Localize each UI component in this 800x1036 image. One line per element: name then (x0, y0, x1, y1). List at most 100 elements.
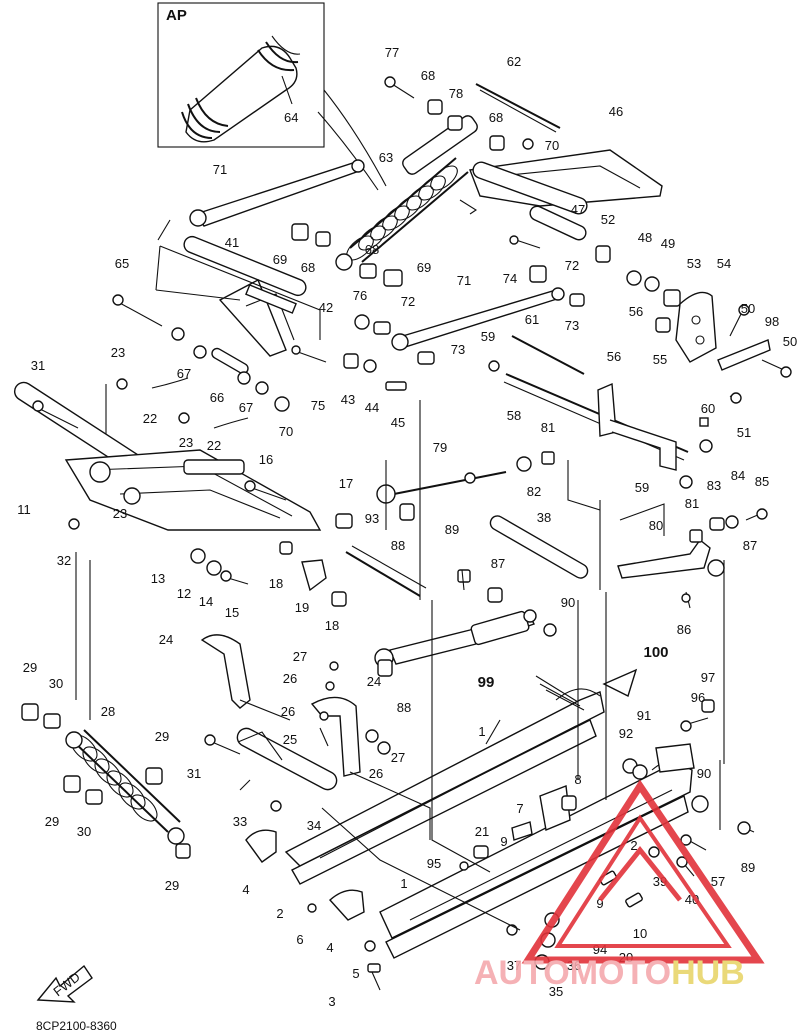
part-callout: 18 (325, 618, 339, 633)
part-callout: 62 (507, 54, 521, 69)
part-callout: 35 (549, 984, 563, 999)
part-callout: 46 (609, 104, 623, 119)
part-callout: 29 (165, 878, 179, 893)
damper-99 (374, 609, 537, 668)
lever-80 (617, 538, 711, 579)
svg-text:AUTOMOTOHUB: AUTOMOTOHUB (474, 954, 745, 992)
part-callout: 44 (365, 400, 379, 415)
part-callout: 90 (697, 766, 711, 781)
inset-callout: 64 (284, 110, 298, 125)
link-rod-71b (391, 287, 565, 351)
leader-lines (75, 219, 725, 931)
part-callout: 27 (293, 649, 307, 664)
part-callout: 50 (783, 334, 797, 349)
part-callout: 26 (283, 671, 297, 686)
part-callout: 67 (239, 400, 253, 415)
part-callout: 63 (379, 150, 393, 165)
part-callout: 95 (427, 856, 441, 871)
inset-label: AP (166, 7, 187, 24)
part-callout: 33 (233, 814, 247, 829)
shaft-38 (489, 515, 589, 579)
part-callout: 90 (561, 595, 575, 610)
part-callout: 24 (367, 674, 381, 689)
part-callout: 72 (565, 258, 579, 273)
bolts (32, 76, 792, 991)
part-callout: 80 (649, 518, 663, 533)
part-callout: 15 (225, 605, 239, 620)
part-callout: 68 (489, 110, 503, 125)
part-callout: 96 (691, 690, 705, 705)
part-callout: 73 (451, 342, 465, 357)
front-arm-11 (13, 381, 322, 531)
part-callout: 81 (685, 496, 699, 511)
part-callout: 23 (113, 506, 127, 521)
part-callout: 23 (179, 435, 193, 450)
part-callout: 70 (545, 138, 559, 153)
arm-24-lower (310, 696, 361, 777)
shaft-62 (475, 83, 561, 129)
rod-79 (376, 471, 507, 504)
part-callout: 45 (391, 415, 405, 430)
part-callout: 14 (199, 594, 213, 609)
part-callout: 29 (155, 729, 169, 744)
part-callout: 98 (765, 314, 779, 329)
part-callout: 50 (741, 301, 755, 316)
part-callout: 75 (311, 398, 325, 413)
part-callout: 21 (475, 824, 489, 839)
part-callout: 29 (45, 814, 59, 829)
part-callout: 28 (101, 704, 115, 719)
part-callout: 91 (637, 708, 651, 723)
plate-98 (717, 339, 771, 371)
part-callout: 97 (701, 670, 715, 685)
part-callout: 56 (607, 349, 621, 364)
part-callout: 13 (151, 571, 165, 586)
part-callout: 24 (159, 632, 173, 647)
part-callout: 51 (737, 425, 751, 440)
part-callout: 71 (213, 162, 227, 177)
part-callout: 58 (507, 408, 521, 423)
part-callout: 74 (503, 271, 517, 286)
part-callout: 70 (279, 424, 293, 439)
part-callout: 73 (565, 318, 579, 333)
part-callout: 8 (574, 772, 581, 787)
part-callout: 72 (401, 294, 415, 309)
part-callout: 76 (353, 288, 367, 303)
shaft-93 (345, 551, 421, 597)
part-callout: 25 (283, 732, 297, 747)
part-callout: 82 (527, 484, 541, 499)
part-callout: 6 (296, 932, 303, 947)
part-callout: 38 (537, 510, 551, 525)
part-callout: 2 (276, 906, 283, 921)
part-callout: 9 (500, 834, 507, 849)
watermark: AUTOMOTOHUB (474, 779, 765, 992)
part-callout: 100 (643, 644, 668, 661)
part-callout: 5 (352, 966, 359, 981)
part-callout: 37 (507, 958, 521, 973)
part-callout: 56 (629, 304, 643, 319)
part-callout: 78 (449, 86, 463, 101)
part-callout: 59 (635, 480, 649, 495)
part-callout: 86 (677, 622, 691, 637)
part-callout: 71 (457, 273, 471, 288)
part-callout: 30 (77, 824, 91, 839)
part-callout: 99 (478, 674, 495, 691)
small-parts (21, 99, 739, 973)
rear-shock-63 (335, 115, 478, 271)
rear-arm-46 (459, 149, 663, 215)
part-callout: 57 (711, 874, 725, 889)
part-callout: 69 (417, 260, 431, 275)
part-callout: 68 (365, 242, 379, 257)
part-callout: 88 (391, 538, 405, 553)
front-arm-41 (183, 235, 307, 357)
part-callout: 43 (341, 392, 355, 407)
part-callout: 26 (369, 766, 383, 781)
part-callout: 29 (23, 660, 37, 675)
part-callout: 59 (481, 329, 495, 344)
part-callout: 87 (491, 556, 505, 571)
part-callout: 55 (653, 352, 667, 367)
part-callout: 22 (207, 438, 221, 453)
shaft-47 (529, 205, 587, 241)
part-callout: 61 (525, 312, 539, 327)
bracket-56 (597, 382, 677, 471)
